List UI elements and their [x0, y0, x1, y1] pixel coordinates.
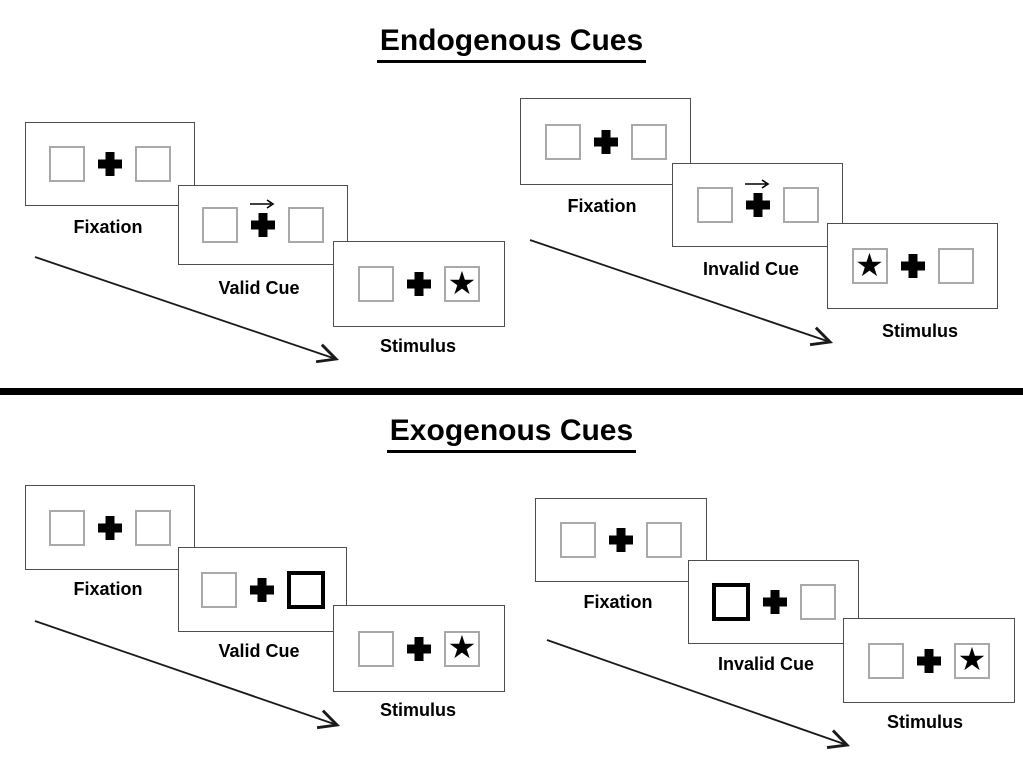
- valid-cue-screen: [178, 547, 347, 632]
- endogenous-section-title-row: Endogenous Cues: [0, 24, 1023, 63]
- plus-icon: [407, 272, 431, 296]
- fixation-cross: [594, 130, 618, 154]
- placeholder-box-left: [544, 123, 581, 160]
- fixation-cross: [98, 152, 122, 176]
- plus-icon: [594, 130, 618, 154]
- fixation-cross: [250, 578, 274, 602]
- star-icon: ★: [447, 629, 477, 665]
- placeholder-box-left: [358, 630, 394, 667]
- stimulus-label: Stimulus: [881, 321, 958, 341]
- fixation-label: Fixation: [73, 579, 143, 599]
- plus-icon: [98, 516, 122, 540]
- placeholder-box-right: [782, 187, 819, 223]
- plus-icon: [917, 649, 941, 673]
- stimulus-screen: ★: [333, 241, 505, 327]
- fixation-cross: [744, 179, 770, 217]
- placeholder-box-right: [135, 509, 171, 546]
- cue-right-arrow-icon: [250, 199, 275, 209]
- stimulus-screen: ★: [827, 223, 998, 309]
- fixation-label: Fixation: [73, 217, 143, 237]
- cue-highlight-box: [711, 583, 750, 621]
- fixation-screen: [25, 122, 195, 206]
- fixation-cross: [407, 272, 431, 296]
- target-star-box: ★: [851, 246, 888, 284]
- stimulus-label: Stimulus: [379, 336, 456, 356]
- star-icon: ★: [957, 641, 987, 677]
- plus-icon: [763, 590, 787, 614]
- placeholder-box-right: [630, 123, 667, 160]
- stimulus-screen: ★: [333, 605, 505, 692]
- placeholder-box-right: [937, 248, 974, 284]
- fixation-label: Fixation: [567, 196, 637, 216]
- cue-label: Invalid Cue: [702, 259, 800, 279]
- placeholder-box-left: [202, 207, 238, 243]
- timeline-arrow: [546, 639, 851, 749]
- plus-icon: [98, 152, 122, 176]
- placeholder-box-left: [696, 187, 733, 223]
- fixation-cross: [250, 199, 275, 237]
- cue-label: Valid Cue: [218, 641, 300, 661]
- placeholder-box-right: [288, 207, 324, 243]
- target-star-box: ★: [444, 629, 480, 667]
- fixation-cross: [901, 254, 925, 278]
- fixation-cross: [917, 649, 941, 673]
- timeline-arrow: [34, 620, 341, 730]
- fixation-cross: [407, 637, 431, 661]
- cue-highlight-box: [286, 570, 325, 609]
- star-icon: ★: [447, 264, 477, 301]
- placeholder-box-right: [135, 146, 171, 182]
- cue-right-arrow-icon: [744, 179, 769, 189]
- fixation-screen: [535, 498, 707, 582]
- target-star-box: ★: [954, 641, 990, 679]
- fixation-cross: [98, 516, 122, 540]
- placeholder-box-right: [646, 522, 682, 558]
- cue-label: Invalid Cue: [717, 654, 815, 674]
- timeline-arrow: [529, 239, 834, 347]
- placeholder-box-left: [49, 509, 85, 546]
- fixation-screen: [520, 98, 691, 185]
- section-divider: [0, 388, 1023, 395]
- stimulus-label: Stimulus: [379, 700, 456, 720]
- placeholder-box-left: [560, 522, 596, 558]
- stimulus-label: Stimulus: [886, 712, 963, 732]
- timeline-arrow: [34, 256, 340, 364]
- target-star-box: ★: [444, 266, 480, 302]
- valid-cue-screen: [178, 185, 348, 265]
- placeholder-box-right: [799, 584, 836, 620]
- invalid-cue-screen: [688, 560, 859, 644]
- fixation-cross: [763, 590, 787, 614]
- plus-icon: [251, 213, 275, 237]
- plus-icon: [746, 193, 770, 217]
- placeholder-box-left: [200, 571, 237, 608]
- plus-icon: [609, 528, 633, 552]
- exogenous-section-title: Exogenous Cues: [386, 414, 637, 453]
- stimulus-screen: ★: [843, 618, 1015, 703]
- fixation-label: Fixation: [583, 592, 653, 612]
- star-icon: ★: [855, 246, 884, 283]
- plus-icon: [407, 637, 431, 661]
- endogenous-section-title: Endogenous Cues: [376, 24, 647, 63]
- exogenous-section-title-row: Exogenous Cues: [0, 414, 1023, 453]
- plus-icon: [901, 254, 925, 278]
- plus-icon: [250, 578, 274, 602]
- placeholder-box-left: [868, 642, 904, 679]
- placeholder-box-left: [49, 146, 85, 182]
- placeholder-box-left: [358, 266, 394, 302]
- fixation-screen: [25, 485, 195, 570]
- cue-label: Valid Cue: [218, 278, 300, 298]
- invalid-cue-screen: [672, 163, 843, 247]
- fixation-cross: [609, 528, 633, 552]
